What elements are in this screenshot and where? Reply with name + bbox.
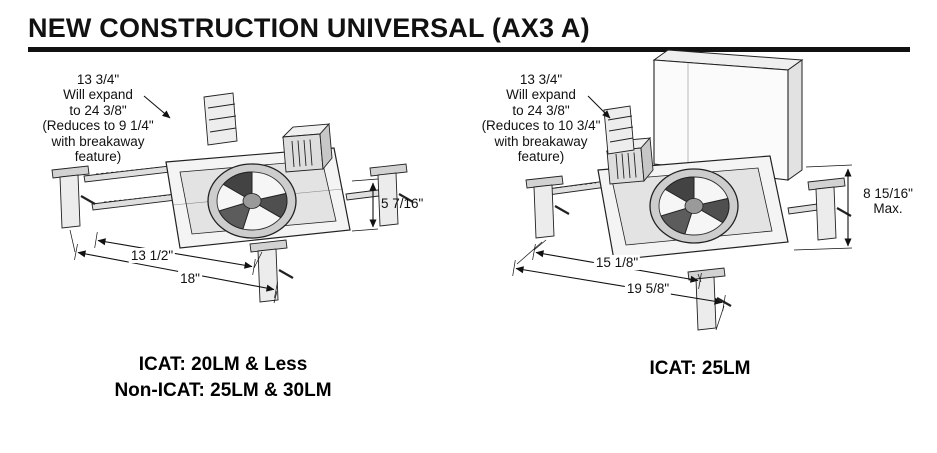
left-height-dimension: 5 7/16"	[381, 196, 424, 211]
left-pan-width-dimension: 13 1/2"	[128, 248, 176, 264]
right-overall-dimension-line	[515, 266, 723, 305]
right-callout-leader-arrow	[587, 95, 611, 119]
right-overall-width-dimension: 19 5/8"	[624, 281, 672, 297]
title-underline	[28, 47, 910, 52]
left-overall-dimension-line	[77, 250, 275, 292]
right-score-plate	[603, 105, 635, 155]
left-fixture-drawing	[50, 92, 415, 304]
right-pan-width-dimension: 15 1/8"	[593, 255, 641, 271]
right-light-opening	[649, 168, 739, 244]
right-plenum-box	[652, 49, 804, 181]
left-junction-box	[281, 122, 333, 173]
left-callout-leader-arrow	[143, 95, 171, 119]
left-score-plate	[203, 92, 238, 146]
left-dimension-lines	[69, 95, 379, 304]
mounting-bracket	[248, 238, 295, 304]
mounting-bracket	[524, 174, 571, 240]
right-caption: ICAT: 25LM	[649, 358, 751, 379]
left-light-opening	[207, 163, 297, 239]
page-title: NEW CONSTRUCTION UNIVERSAL (AX3 A)	[28, 13, 590, 43]
left-expansion-callout: 13 3/4" Will expand to 24 3/8" (Reduces …	[42, 72, 154, 164]
left-caption: ICAT: 20LM & Less Non-ICAT: 25LM & 30LM	[114, 354, 332, 401]
left-overall-width-dimension: 18"	[178, 271, 202, 287]
right-expansion-callout: 13 3/4" Will expand to 24 3/8" (Reduces …	[481, 72, 601, 164]
right-fixture-drawing	[524, 49, 853, 332]
right-height-dimension: 8 15/16" Max.	[863, 186, 913, 217]
